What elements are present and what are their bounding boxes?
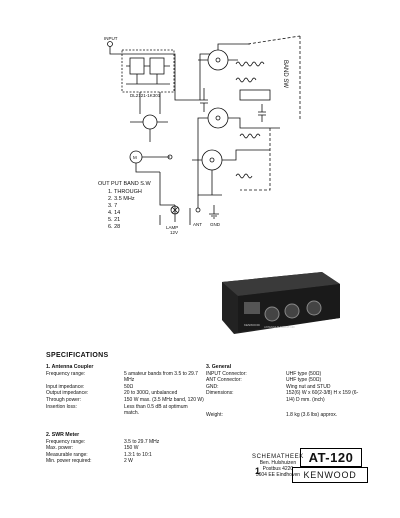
output-position-item: 2. 3.5 MHz: [108, 196, 135, 202]
spec-row: INPUT Connector:UHF type (50Ω): [206, 370, 322, 377]
spec-row: Min. power required:2 W: [46, 458, 133, 465]
specifications-heading: SPECIFICATIONS: [46, 352, 109, 359]
swr-meter-section: 2. SWR Meter Frequency range:3.5 to 29.7…: [46, 432, 204, 465]
output-position-item: 1. THROUGH: [108, 189, 142, 195]
unit-label: DL2121-1K301: [130, 93, 161, 98]
band-switch-label: BAND SW: [282, 60, 288, 88]
gnd-label: GND: [210, 222, 221, 227]
spec-row: Measurable range:1.3:1 to 10:1: [46, 451, 152, 458]
spec-row: Max. power:150 W: [46, 445, 139, 452]
output-position-item: 4. 14: [108, 210, 121, 216]
tuning-knob: [306, 300, 322, 316]
spec-row: Output impedance:20 to 300Ω, unbalanced: [46, 390, 178, 397]
ant-label: ANT: [193, 222, 202, 227]
output-position-item: 5. 21: [108, 217, 121, 223]
spec-row: Frequency range:3.5 to 29.7 MHz: [46, 438, 160, 445]
tuning-knob: [264, 306, 280, 322]
input-label: INPUT: [104, 36, 118, 41]
brand-logo: KENWOOD: [292, 467, 368, 483]
spec-row: GND:Wing nut and STUD: [206, 383, 331, 390]
lamp-voltage-label: 12V: [170, 230, 178, 235]
output-position-item: 6. 28: [108, 224, 121, 230]
page-number: 1: [255, 466, 261, 476]
tuning-knob: [284, 303, 300, 319]
meter-label: M: [133, 155, 137, 160]
spec-row: Weight:1.8 kg (3.6 lbs) approx.: [206, 411, 338, 418]
general-section: 3. General INPUT Connector:UHF type (50Ω…: [206, 364, 366, 418]
meter-window: [244, 302, 260, 314]
output-switch-title: OUT PUT BAND S.W: [98, 181, 151, 187]
section-title: 3. General: [206, 364, 232, 370]
spec-row: Frequency range:5 amateur bands from 3.5…: [46, 370, 198, 384]
output-position-item: 3. 7: [108, 203, 118, 209]
archive-stamp: SCHEMATHEEK Ben. Hulshuizen Postbus 4220…: [252, 454, 304, 478]
spec-row: Through power:150 W max. (3.5 MHz band, …: [46, 396, 204, 403]
model-badge: AT-120: [300, 448, 362, 467]
front-panel-label: ANTENNA TUNER AT-120: [264, 325, 295, 329]
antenna-coupler-section: 1. Antenna Coupler Frequency range:5 ama…: [46, 364, 204, 417]
lamp-label: LAMP: [166, 225, 178, 230]
spec-row: ANT Connector:UHF type (50Ω): [206, 377, 322, 384]
product-photo: KENWOOD ANTENNA TUNER AT-120: [222, 272, 340, 334]
output-position-list: 1. THROUGH 2. 3.5 MHz 3. 7 4. 14 5. 21 6…: [108, 189, 142, 231]
section-title: 2. SWR Meter: [46, 432, 80, 438]
section-title: 1. Antenna Coupler: [46, 364, 94, 370]
front-panel-brand: KENWOOD: [244, 323, 261, 327]
spec-row: Dimensions:152(6) W x 60(2-3/8) H x 159 …: [206, 390, 359, 403]
spec-row: Insertion loss:Less than 0.5 dB at optim…: [46, 403, 188, 417]
circuit-schematic: INPUT DL2121-1K301 M LAMP 12V ANT GND BA…: [104, 35, 301, 235]
spec-row: Input impedance:50Ω: [46, 383, 134, 390]
